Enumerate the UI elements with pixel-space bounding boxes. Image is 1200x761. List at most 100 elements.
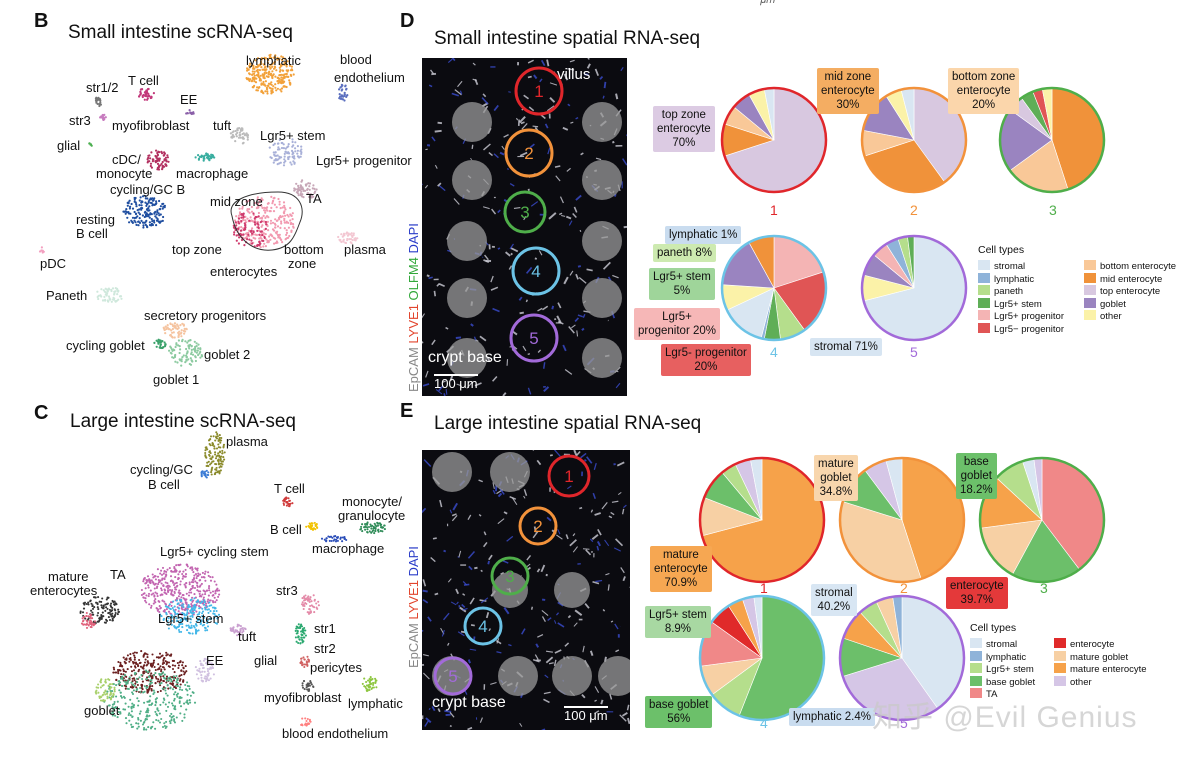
e-pie-num-2: 2 <box>900 580 908 596</box>
d-stain-olfm4: OLFM4 <box>406 257 421 301</box>
panel-e-letter: E <box>400 400 414 422</box>
d-tag-mid-zone-l3: 30% <box>836 99 860 111</box>
d-tag-top-zone-l3: 70% <box>672 137 696 149</box>
d-tag-lymphatic-l1: lymphatic 1% <box>669 229 738 241</box>
e-legend-item: base goblet <box>970 675 1036 688</box>
e-tag-base-goblet-top-l2: goblet <box>960 470 992 482</box>
e-tag-mature-enterocyte-l2: enterocyte <box>654 563 708 575</box>
e-tag-mature-enterocyte-l3: 70.9% <box>664 577 698 589</box>
c-label-lgr5-cycling: Lgr5+ cycling stem <box>160 544 269 559</box>
spot-number: 3 <box>505 567 514 586</box>
legend-label: stromal <box>994 261 1026 272</box>
b-label-lgr5-progenitor: Lgr5+ progenitor <box>316 153 412 168</box>
d-legend-item: other <box>1084 310 1122 322</box>
d-legend-item: Lgr5+ progenitor <box>978 310 1064 322</box>
d-legend-item: mid enterocyte <box>1084 272 1163 285</box>
d-tag-lgr5-progenitor: Lgr5+progenitor 20% <box>634 308 720 340</box>
c-label-glial: glial <box>254 653 278 668</box>
legend-label: mid enterocyte <box>1100 273 1163 285</box>
b-label-cycling-goblet: cycling goblet <box>66 338 145 353</box>
legend-label: other <box>1070 676 1092 688</box>
e-tag-stromal-l1: stromal <box>815 587 853 599</box>
d-pie-num-5: 5 <box>910 344 918 360</box>
b-label-blood: blood <box>340 52 372 67</box>
legend-label: top enterocyte <box>1100 286 1161 297</box>
b-label-ta: TA <box>306 191 322 206</box>
d-legend-item: top enterocyte <box>1084 285 1160 297</box>
legend-swatch <box>1054 650 1066 661</box>
e-tag-enterocyte-l2: 39.7% <box>960 594 994 606</box>
d-tag-bottom-zone-l1: bottom zone <box>952 71 1016 83</box>
c-label-tcell: T cell <box>274 481 305 496</box>
c-label-lgr5-stem: Lgr5+ stem <box>158 611 224 626</box>
d-legend-item: lymphatic <box>978 272 1034 285</box>
b-label-enterocytes: enterocytes <box>210 264 278 279</box>
d-tag-paneth: paneth 8% <box>653 244 716 262</box>
e-tag-mature-goblet-l2: goblet <box>820 472 852 484</box>
c-label-enterocytes: enterocytes <box>30 583 98 598</box>
legend-label: TA <box>986 689 998 700</box>
b-label-myofibroblast: myofibroblast <box>112 118 190 133</box>
d-pie-num-2: 2 <box>910 202 918 218</box>
legend-label: lymphatic <box>986 651 1027 663</box>
d-pie-num-3: 3 <box>1049 202 1057 218</box>
pie-ring <box>698 594 826 722</box>
legend-swatch <box>978 322 990 333</box>
legend-swatch <box>1084 272 1096 283</box>
b-label-cycling-gc-b: cycling/GC B <box>110 182 186 197</box>
c-label-ta: TA <box>110 567 126 582</box>
legend-swatch <box>978 297 990 308</box>
e-legend-item: mature enterocyte <box>1054 663 1147 675</box>
legend-swatch <box>970 638 982 648</box>
spot-number: 5 <box>529 329 538 348</box>
d-stain-dapi: DAPI <box>406 223 421 254</box>
c-label-bcell2: B cell <box>270 522 302 537</box>
d-tag-top-zone-l2: enterocyte <box>657 123 711 135</box>
b-label-lgr5-stem: Lgr5+ stem <box>260 128 326 143</box>
legend-swatch <box>970 650 982 661</box>
e-tag-mature-goblet-l1: mature <box>818 458 854 470</box>
b-label-cdc: cDC/ <box>112 152 141 167</box>
e-legend-item: stromal <box>970 638 1017 650</box>
pie-ring <box>698 456 826 584</box>
e-legend-item: TA <box>970 688 997 700</box>
spot-number: 2 <box>524 144 533 163</box>
legend-swatch <box>978 272 990 283</box>
d-tag-lymphatic: lymphatic 1% <box>665 226 742 244</box>
d-legend-item: goblet <box>1084 297 1126 310</box>
b-label-tuft: tuft <box>213 118 232 133</box>
d-legend-item: Lgr5− progenitor <box>978 322 1064 335</box>
e-legend-item: enterocyte <box>1054 638 1114 650</box>
legend-label: base goblet <box>986 676 1036 688</box>
d-legend-item: stromal <box>978 260 1025 272</box>
e-legend-item: Lgr5+ stem <box>970 663 1034 675</box>
b-label-paneth: Paneth <box>46 288 88 303</box>
b-label-endothelium: endothelium <box>334 70 405 85</box>
panel-c-umap <box>79 431 386 731</box>
d-legend-title: Cell types <box>978 244 1025 256</box>
d-stain-lyve1: LYVE1 <box>406 304 421 344</box>
e-pie-num-4: 4 <box>760 715 768 731</box>
d-scale-bar: 100 μm <box>434 374 478 391</box>
e-legend-title: Cell types <box>970 622 1017 634</box>
d-tag-stromal-l1: stromal 71% <box>814 341 878 353</box>
e-tag-lgr5-stem-l2: 8.9% <box>664 623 692 635</box>
d-tag-mid-zone-l1: mid zone <box>824 71 872 83</box>
c-label-myofibroblast: myofibroblast <box>264 690 342 705</box>
b-label-ee: EE <box>180 92 198 107</box>
b-label-plasma: plasma <box>344 242 386 257</box>
e-tag-base-goblet-bottom-l2: 56% <box>667 713 691 725</box>
e-legend-item: mature goblet <box>1054 650 1128 663</box>
legend-swatch <box>1054 675 1066 686</box>
c-label-cycling-gc: cycling/GC <box>130 462 193 477</box>
e-pie-num-1: 1 <box>760 580 768 596</box>
panel-d-letter: D <box>400 10 415 32</box>
d-stain-epcam: EpCAM <box>406 347 421 392</box>
pie-ring <box>720 86 828 194</box>
b-label-top-zone: top zone <box>172 242 222 257</box>
